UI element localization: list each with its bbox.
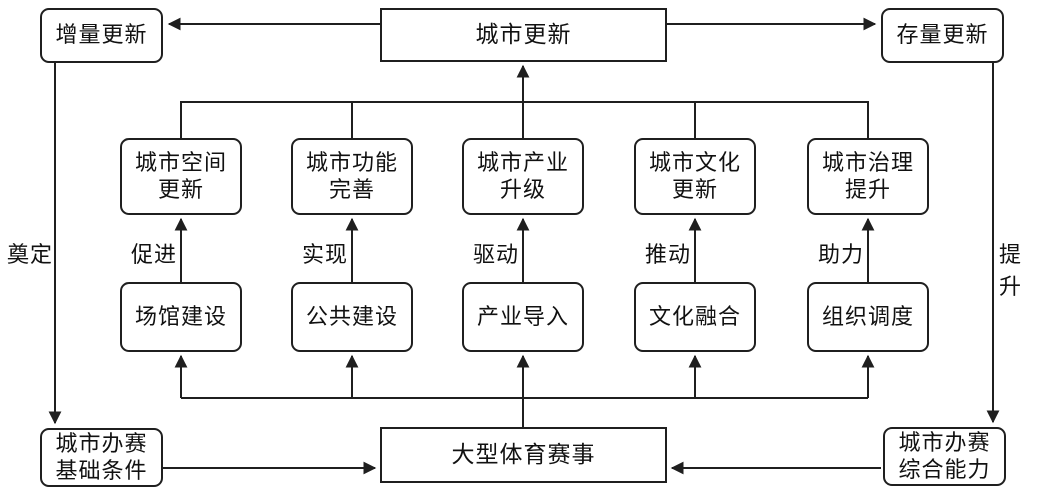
node-incremental-renewal: 增量更新 — [40, 8, 163, 63]
node-urban-industry-upgrade: 城市产业 升级 — [462, 138, 584, 215]
edge-label-drive: 驱动 — [472, 242, 519, 267]
node-public-construction: 公共建设 — [291, 282, 413, 352]
node-stock-renewal: 存量更新 — [881, 8, 1004, 63]
edge-label-enhance: 提升 — [999, 242, 1023, 299]
node-urban-renewal: 城市更新 — [380, 8, 667, 62]
node-hosting-basic-conditions: 城市办赛 基础条件 — [40, 428, 163, 487]
edge-label-push: 推动 — [644, 242, 691, 267]
node-urban-culture-renewal: 城市文化 更新 — [634, 138, 756, 215]
node-organization-coordination: 组织调度 — [807, 282, 929, 352]
node-urban-function-improvement: 城市功能 完善 — [291, 138, 413, 215]
edge-label-found: 奠定 — [7, 242, 54, 267]
node-culture-integration: 文化融合 — [634, 282, 756, 352]
top-bus — [180, 101, 869, 138]
edge-label-promote: 促进 — [130, 242, 177, 267]
edge-label-realize: 实现 — [301, 242, 348, 267]
node-hosting-comprehensive-capability: 城市办赛 综合能力 — [883, 427, 1006, 486]
node-major-sports-event: 大型体育赛事 — [380, 427, 667, 483]
node-venue-construction: 场馆建设 — [120, 282, 242, 352]
edge-label-assist: 助力 — [817, 242, 864, 267]
node-industry-introduction: 产业导入 — [462, 282, 584, 352]
node-urban-space-renewal: 城市空间 更新 — [120, 138, 242, 215]
node-urban-governance-improvement: 城市治理 提升 — [807, 138, 929, 215]
